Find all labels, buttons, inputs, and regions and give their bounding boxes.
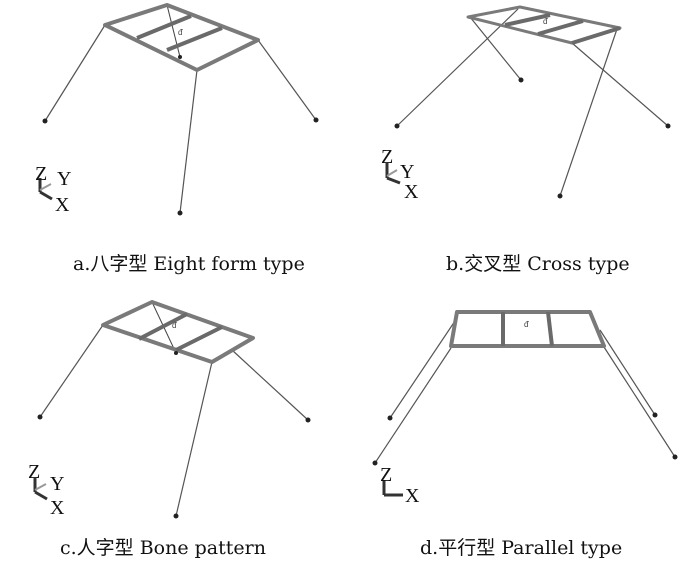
- cable-leg: [257, 39, 317, 121]
- svg-text:ᵭ: ᵭ: [178, 28, 183, 37]
- center-cable: [166, 4, 181, 58]
- svg-text:ᵭ: ᵭ: [524, 320, 529, 329]
- axis-label-x: X: [404, 181, 419, 203]
- axis-triad: Z Y X: [28, 461, 65, 519]
- axis-label-x: X: [55, 194, 70, 216]
- platform-frame: [449, 310, 606, 348]
- panel-a-eight-form: ᵭ Z Y X a.八字型 Eight form type: [35, 3, 319, 275]
- frame-crossbar: [136, 14, 192, 40]
- cable-leg: [44, 24, 106, 122]
- platform-frame: [101, 300, 255, 364]
- caption-a: a.八字型 Eight form type: [73, 253, 305, 275]
- anchor-point: [177, 210, 183, 216]
- cable-leg: [179, 69, 198, 214]
- anchor-point: [313, 117, 319, 123]
- axis-label-y: Y: [57, 168, 71, 190]
- axis-label-z: Z: [381, 146, 393, 168]
- svg-text:ᵭ: ᵭ: [172, 321, 177, 330]
- anchor-point: [42, 118, 48, 124]
- axis-label-x: X: [405, 485, 420, 507]
- axis-label-y: Y: [400, 161, 414, 183]
- platform-frame: [103, 3, 260, 72]
- axis-triad: Z X: [380, 464, 420, 507]
- svg-text:ᵭ: ᵭ: [543, 17, 548, 26]
- axis-label-x: X: [50, 497, 65, 519]
- axis-triad: Z Y X: [35, 163, 71, 216]
- caption-d: d.平行型 Parallel type: [420, 537, 622, 559]
- frame-crossbar: [166, 26, 223, 52]
- caption-b: b.交叉型 Cross type: [446, 253, 630, 275]
- caption-c: c.人字型 Bone pattern: [60, 537, 266, 559]
- panel-d-parallel: ᵭ Z X d.平行型 Parallel type: [372, 310, 678, 559]
- node: [178, 55, 182, 59]
- axis-label-z: Z: [28, 461, 40, 483]
- panel-c-bone: ᵭ Z Y X c.人字型 Bone pattern: [28, 300, 311, 559]
- axis-label-y: Y: [50, 473, 64, 495]
- axis-label-z: Z: [35, 163, 47, 185]
- panel-b-cross: ᵭ Z Y X b.交叉型 Cross type: [381, 5, 671, 275]
- axis-label-z: Z: [380, 464, 392, 486]
- axis-triad: Z Y X: [381, 146, 419, 203]
